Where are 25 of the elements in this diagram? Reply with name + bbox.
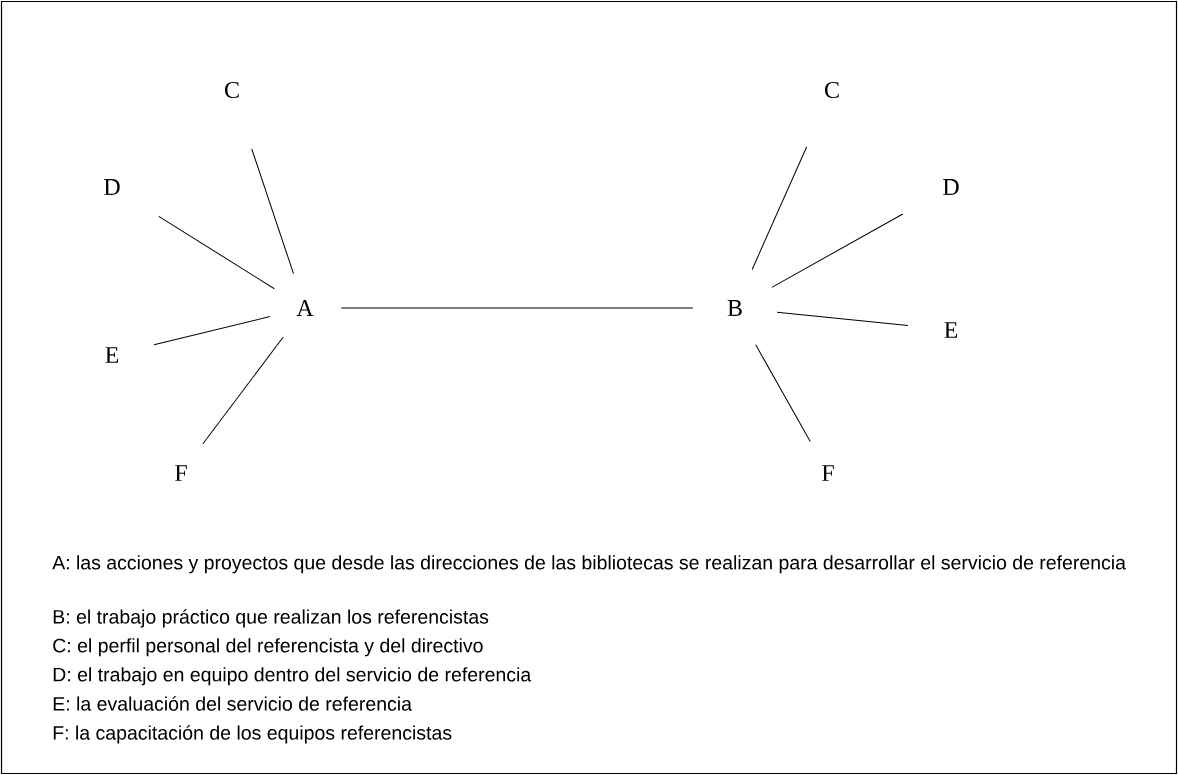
letter-label: A bbox=[296, 300, 314, 316]
key-text: B: el trabajo práctico que realizan los referencistas bbox=[53, 609, 489, 628]
letter-label: C bbox=[825, 81, 839, 99]
letter-label: D bbox=[943, 179, 959, 195]
connector-line bbox=[340, 307, 694, 309]
connector-line bbox=[755, 344, 811, 442]
letter-label: C bbox=[225, 81, 239, 99]
connector-line bbox=[158, 215, 275, 290]
connector-line bbox=[153, 316, 271, 346]
connector-line bbox=[771, 213, 904, 288]
connector-line bbox=[751, 146, 808, 270]
letter-label: E bbox=[944, 322, 958, 338]
connector-line bbox=[776, 311, 909, 327]
key-text: E: la evaluación del servicio de referencia bbox=[53, 696, 412, 711]
letter-label: F bbox=[822, 465, 834, 481]
letter-label: D bbox=[104, 179, 120, 195]
key-text: A: las acciones y proyectos que desde las direcciones de las bibliotecas se realizan para desarrollar el servicio de referencia bbox=[52, 555, 1126, 574]
key-text: F: la capacitación de los equipos referencistas bbox=[53, 725, 452, 744]
letter-label: E bbox=[105, 347, 119, 363]
connector-line bbox=[202, 336, 284, 445]
connector-line bbox=[251, 148, 294, 275]
key-text: C: el perfil personal del referencista y del directivo bbox=[53, 638, 483, 657]
letter-label: F bbox=[175, 465, 187, 481]
letter-label: B bbox=[727, 300, 742, 316]
key-text: D: el trabajo en equipo dentro del servicio de referencia bbox=[53, 667, 532, 686]
